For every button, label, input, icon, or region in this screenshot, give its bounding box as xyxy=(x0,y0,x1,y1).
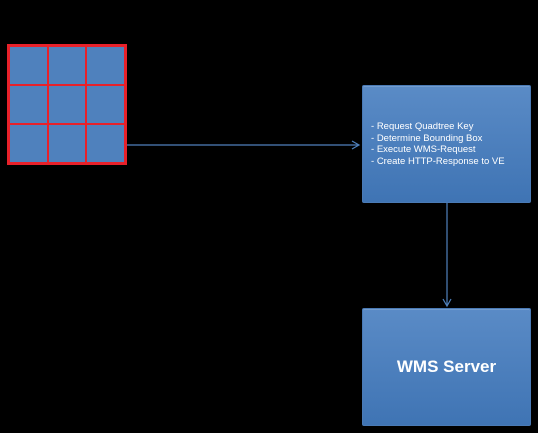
tile xyxy=(47,85,87,124)
tile xyxy=(9,85,48,124)
tile xyxy=(47,46,87,85)
handler-process-box: Request Quadtree Key Determine Bounding … xyxy=(362,85,531,203)
tile xyxy=(86,124,125,163)
handler-step: Execute WMS-Request xyxy=(371,144,505,156)
tile-grid xyxy=(7,44,127,165)
arrow-grid-to-handler xyxy=(127,140,361,150)
arrow-handler-to-server xyxy=(442,203,452,308)
tile xyxy=(86,85,125,124)
handler-step: Determine Bounding Box xyxy=(371,133,505,145)
tile xyxy=(86,46,125,85)
wms-server-box: WMS Server xyxy=(362,308,531,426)
wms-server-label: WMS Server xyxy=(396,357,497,376)
tile xyxy=(47,124,87,163)
handler-step: Create HTTP-Response to VE xyxy=(371,156,505,168)
handler-step: Request Quadtree Key xyxy=(371,121,505,133)
handler-step-list: Request Quadtree Key Determine Bounding … xyxy=(371,121,505,167)
tile xyxy=(9,46,48,85)
tile xyxy=(9,124,48,163)
